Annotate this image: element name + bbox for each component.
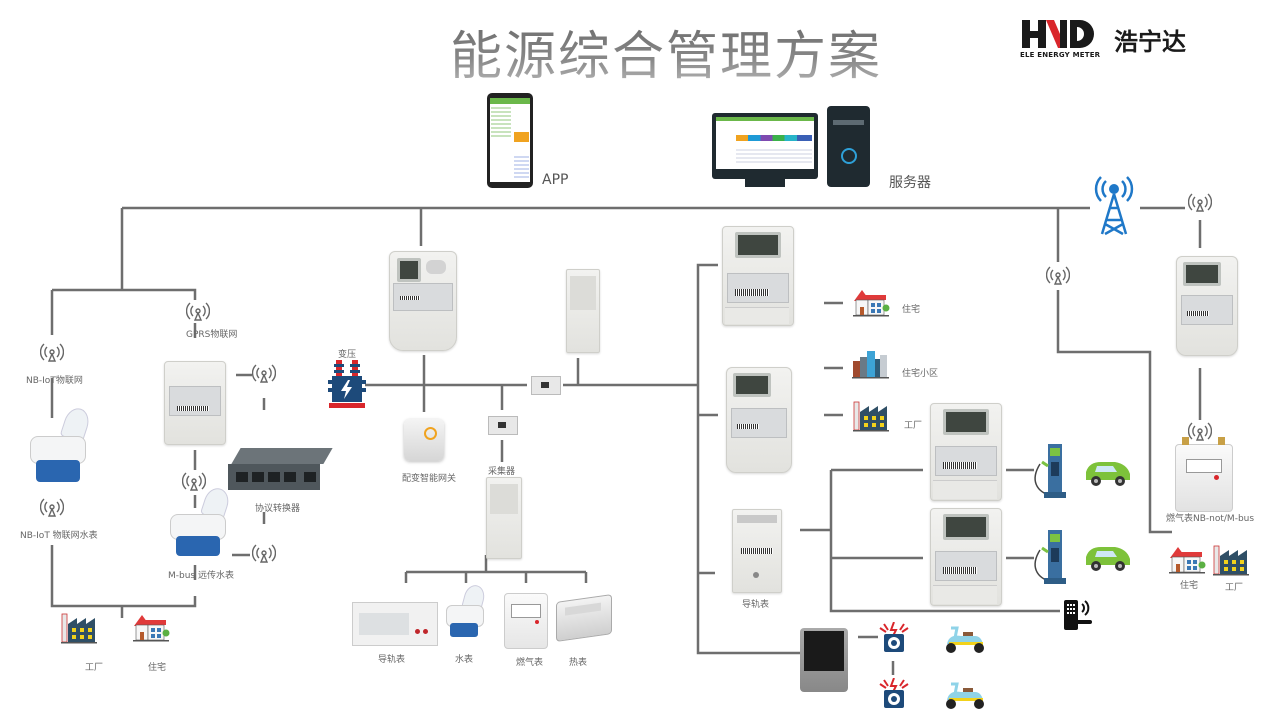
server-label: 服务器 — [889, 175, 931, 191]
left-endpoint-house-label: 住宅 — [148, 663, 167, 673]
three-phase-meter — [726, 367, 792, 473]
collector-device — [486, 477, 522, 559]
wireless-signal-icon — [1187, 193, 1213, 215]
water-meter-center — [442, 582, 488, 643]
endpoint-label-factory: 工厂 — [904, 421, 923, 431]
wire-left-bottom — [50, 545, 197, 608]
gprs-meter — [164, 361, 226, 445]
charging-socket-icon — [878, 621, 910, 658]
gprs-network-label: GPRS物联网 — [186, 330, 238, 340]
factory-icon — [852, 400, 892, 436]
three-phase-meter-remote — [1176, 256, 1238, 356]
nbiot-water-meter-label: NB-IoT 物联网水表 — [20, 531, 98, 541]
house-icon — [132, 612, 170, 646]
wire-left-split — [52, 288, 197, 300]
charging-socket-icon — [878, 677, 910, 714]
wireless-signal-icon — [39, 343, 65, 365]
circuit-breaker-collector — [488, 416, 518, 435]
electric-car-icon — [1083, 458, 1133, 492]
server-tower — [827, 106, 870, 187]
electric-car-icon — [1083, 543, 1133, 577]
e-scooter-icon — [941, 624, 989, 658]
page-title: 能源综合管理方案 — [450, 14, 882, 89]
nbiot-water-meter — [26, 405, 93, 490]
monitor-stand — [745, 179, 785, 187]
mbus-water-meter-label: M-bus 远传水表 — [168, 571, 234, 581]
protocol-converter — [226, 448, 333, 496]
cell-tower-icon — [1094, 176, 1134, 236]
wireless-signal-icon — [39, 498, 65, 520]
app-phone — [487, 93, 533, 188]
brand-logo: ELE ENERGY METER 浩宁达 — [1020, 18, 1240, 64]
nbiot-network-label: NB-IoT物联网 — [26, 376, 83, 386]
heat-meter-center — [556, 594, 612, 642]
endpoint-label-residential-area: 住宅小区 — [902, 369, 939, 379]
house-icon — [1168, 544, 1206, 578]
gas-meter-remote-label: 燃气表NB-not/M-bus — [1166, 514, 1255, 524]
din-rail-meter-right-label: 导轨表 — [742, 600, 770, 610]
wireless-signal-icon — [181, 472, 207, 494]
wireless-signal-icon — [1045, 266, 1071, 288]
smart-gateway — [404, 419, 444, 461]
data-concentrator-unit — [566, 269, 600, 353]
app-label: APP — [542, 172, 569, 188]
house-icon — [852, 287, 890, 321]
circuit-breaker-main — [531, 376, 561, 395]
transformer-icon — [328, 360, 366, 408]
wireless-signal-icon — [1187, 422, 1213, 444]
device-label-din-rail: 导轨表 — [378, 655, 406, 665]
gas-meter-center — [504, 593, 548, 649]
city-buildings-icon — [852, 349, 890, 383]
left-endpoint-factory-label: 工厂 — [85, 663, 104, 673]
phone-screen — [490, 98, 530, 182]
gas-meter-remote — [1175, 437, 1233, 512]
mbus-water-meter — [166, 485, 233, 564]
single-phase-meter-1 — [722, 226, 794, 326]
wireless-signal-icon — [251, 544, 277, 566]
transformer-label: 变压 — [338, 350, 357, 360]
brand-company-name: 浩宁达 — [1114, 28, 1186, 56]
wire-gas-loop — [1056, 290, 1172, 534]
smart-lock-icon — [1062, 598, 1098, 638]
factory-icon — [60, 612, 100, 648]
din-rail-meter-right — [732, 509, 782, 593]
gas-endpoint-residence-label: 住宅 — [1180, 581, 1199, 591]
ev-meter-1 — [930, 403, 1002, 501]
endpoint-label-residence: 住宅 — [902, 305, 921, 315]
wireless-signal-icon — [251, 364, 277, 386]
device-label-water: 水表 — [455, 655, 474, 665]
device-label-heat: 热表 — [569, 658, 588, 668]
hnd-logo-icon — [1022, 20, 1094, 48]
concentrator-meter — [389, 251, 457, 351]
server-monitor — [712, 113, 818, 179]
ev-meter-2 — [930, 508, 1002, 606]
ev-charger-icon — [1030, 526, 1078, 590]
brand-tagline: ELE ENERGY METER — [1020, 51, 1101, 59]
din-rail-meter-center — [352, 602, 438, 646]
wireless-signal-icon — [185, 302, 211, 324]
protocol-converter-label: 协议转换器 — [255, 504, 301, 514]
e-scooter-icon — [941, 680, 989, 714]
factory-icon — [1212, 544, 1252, 580]
gas-endpoint-factory-label: 工厂 — [1225, 583, 1244, 593]
device-label-gas: 燃气表 — [516, 658, 544, 668]
ev-charger-icon — [1030, 440, 1078, 504]
wire-right-trunk — [696, 263, 800, 655]
gateway-label: 配变智能网关 — [402, 474, 457, 484]
collector-label: 采集器 — [488, 467, 516, 477]
scooter-charging-station — [800, 628, 848, 692]
